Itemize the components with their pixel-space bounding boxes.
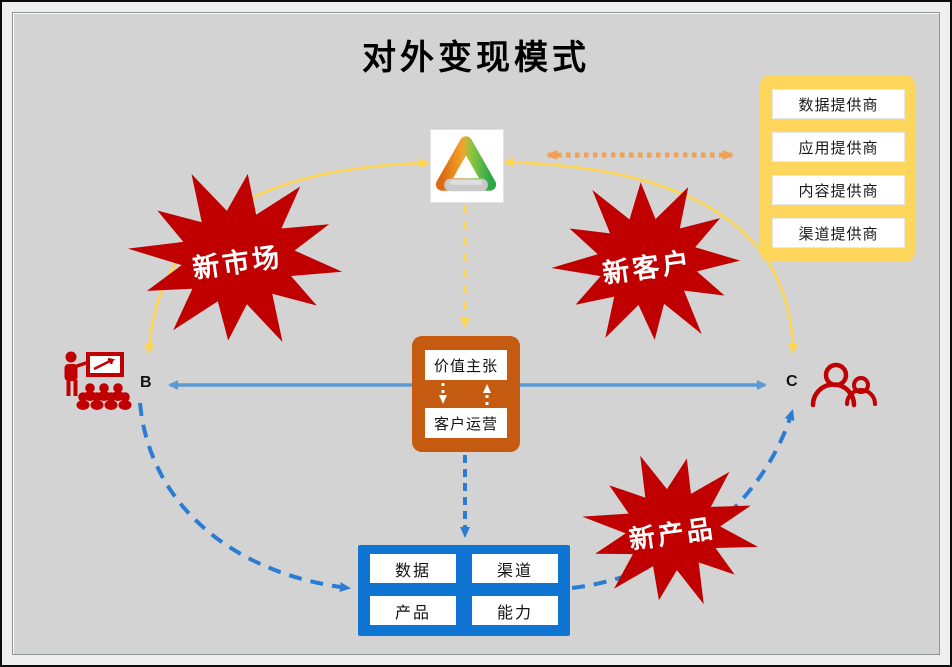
provider-item-data: 数据提供商	[772, 89, 905, 119]
value-proposition-label: 价值主张	[425, 350, 507, 380]
blue-dashed-b-to-box	[138, 402, 351, 593]
providers-panel: 数据提供商 应用提供商 内容提供商 渠道提供商	[760, 75, 915, 262]
capability-box: 数据 渠道 产品 能力	[358, 545, 570, 636]
customers-people-icon	[810, 362, 877, 408]
customer-operation-label: 客户运营	[425, 408, 507, 438]
white-dotted-exchange-arrows	[439, 383, 491, 405]
audience-row-1	[83, 383, 125, 401]
capability-cell-ability: 能力	[472, 596, 558, 625]
endpoint-b-label: B	[140, 374, 152, 391]
provider-item-app: 应用提供商	[772, 132, 905, 162]
presenter-audience-icon	[64, 351, 132, 410]
yellow-arrow-logo-c	[503, 157, 798, 354]
capability-cell-product: 产品	[370, 596, 456, 625]
triangle-ring-logo-icon	[435, 136, 497, 192]
page-title: 对外变现模式	[362, 39, 590, 77]
capability-cell-data: 数据	[370, 554, 456, 583]
endpoint-c-label: C	[786, 373, 798, 390]
capability-cell-channel: 渠道	[472, 554, 558, 583]
provider-item-content: 内容提供商	[772, 175, 905, 205]
app-logo	[430, 129, 504, 203]
value-operations-box: 价值主张 客户运营	[412, 336, 520, 452]
audience-row-2	[76, 392, 132, 410]
provider-item-channel: 渠道提供商	[772, 218, 905, 248]
